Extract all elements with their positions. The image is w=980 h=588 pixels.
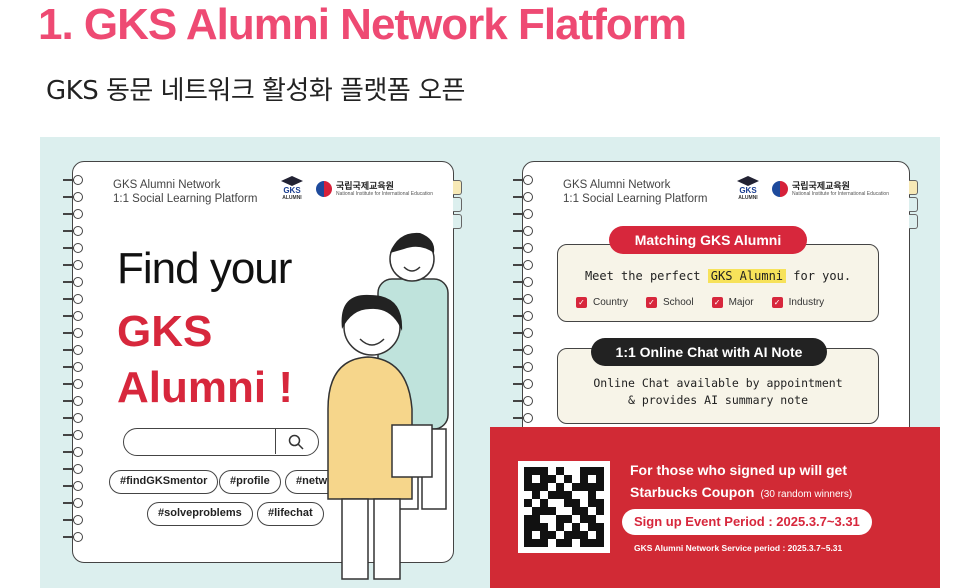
checkbox-icon[interactable]: ✓ (711, 297, 723, 308)
gks-alumni-logo: GKS ALUMNI (278, 176, 306, 202)
chat-description: Online Chat available by appointment & p… (558, 375, 878, 409)
service-period: GKS Alumni Network Service period : 2025… (634, 543, 843, 553)
qr-code-icon (524, 467, 604, 547)
tag-lifechat[interactable]: #lifechat (257, 502, 324, 526)
search-icon[interactable] (288, 434, 304, 450)
card-header-line2: 1:1 Social Learning Platform (563, 193, 708, 205)
card-header-line1: GKS Alumni Network (563, 179, 671, 191)
chat-line2: & provides AI summary note (627, 393, 808, 407)
tag-findgksmentor[interactable]: #findGKSmentor (109, 470, 219, 494)
gks-heading-line2: Alumni ! (117, 363, 293, 412)
checkbox-icon[interactable]: ✓ (646, 297, 658, 308)
meet-pre-text: Meet the perfect (584, 269, 701, 283)
promo-line2: Starbucks Coupon (630, 484, 755, 500)
notebook-tabs (453, 180, 462, 231)
promo-line1: For those who signed up will get (630, 462, 847, 478)
gks-logo-text: GKS (283, 186, 301, 195)
tag-solveproblems[interactable]: #solveproblems (147, 502, 253, 526)
promo-poster: GKS Alumni Network 1:1 Social Learning P… (40, 137, 940, 588)
right-notebook-card: GKS Alumni Network 1:1 Social Learning P… (513, 161, 918, 439)
taegeuk-icon (315, 181, 332, 197)
gks-logo-text: GKS (739, 186, 757, 195)
matching-description: Meet the perfect GKS Alumni for you. (558, 269, 878, 283)
spiral-rings (63, 174, 83, 548)
chat-title-pill: 1:1 Online Chat with AI Note (591, 338, 827, 366)
gks-heading-line1: GKS (117, 307, 213, 356)
filter-label: Country (593, 297, 629, 308)
card-header-line2: 1:1 Social Learning Platform (113, 193, 258, 205)
tag-profile[interactable]: #profile (219, 470, 281, 494)
filter-label: School (663, 297, 694, 308)
nii-logo-text: 국립국제교육원 (791, 181, 850, 191)
card-header: GKS Alumni Network 1:1 Social Learning P… (563, 178, 707, 206)
promo-panel: For those who signed up will get Starbuc… (490, 427, 940, 588)
page-subtitle: GKS 동문 네트워크 활성화 플랫폼 오픈 (46, 76, 465, 106)
spiral-rings (513, 174, 533, 429)
gks-logo-subtext: ALUMNI (738, 195, 758, 201)
nii-logo-subtext: National Institute for International Edu… (335, 191, 433, 197)
gks-alumni-heading: GKS Alumni ! (117, 304, 293, 416)
card-header-line1: GKS Alumni Network (113, 179, 221, 191)
qr-code[interactable] (518, 461, 610, 553)
filter-major[interactable]: ✓ Major (711, 297, 754, 308)
meet-highlight: GKS Alumni (707, 269, 787, 283)
filter-school[interactable]: ✓ School (646, 297, 694, 308)
filter-label: Major (728, 297, 754, 308)
chat-line1: Online Chat available by appointment (593, 376, 843, 390)
matching-section: Meet the perfect GKS Alumni for you. ✓ Co… (557, 244, 879, 322)
meet-post-text: for you. (793, 269, 852, 283)
notebook-tabs (909, 180, 918, 231)
event-period-badge: Sign up Event Period : 2025.3.7~3.31 (622, 509, 872, 535)
find-your-text: Find your (117, 244, 292, 293)
checkbox-icon[interactable]: ✓ (771, 297, 783, 308)
promo-text: For those who signed up will get Starbuc… (630, 459, 852, 506)
matching-filters: ✓ Country ✓ School ✓ Major ✓ Industry (576, 297, 824, 308)
promo-note: (30 random winners) (760, 489, 853, 500)
filter-country[interactable]: ✓ Country (576, 297, 628, 308)
checkbox-icon[interactable]: ✓ (576, 297, 587, 308)
page-title: 1. GKS Alumni Network Flatform (38, 0, 687, 49)
nii-logo-text: 국립국제교육원 (335, 181, 394, 191)
nii-logo-subtext: National Institute for International Edu… (791, 191, 889, 197)
filter-label: Industry (788, 297, 825, 308)
search-input[interactable] (123, 428, 319, 456)
filter-industry[interactable]: ✓ Industry (771, 297, 825, 308)
matching-title-pill: Matching GKS Alumni (609, 226, 807, 254)
taegeuk-icon (771, 181, 788, 197)
card-header: GKS Alumni Network 1:1 Social Learning P… (113, 178, 257, 206)
gks-alumni-logo: GKS ALUMNI (734, 176, 762, 202)
students-illustration (327, 232, 449, 580)
gks-logo-subtext: ALUMNI (282, 195, 302, 201)
